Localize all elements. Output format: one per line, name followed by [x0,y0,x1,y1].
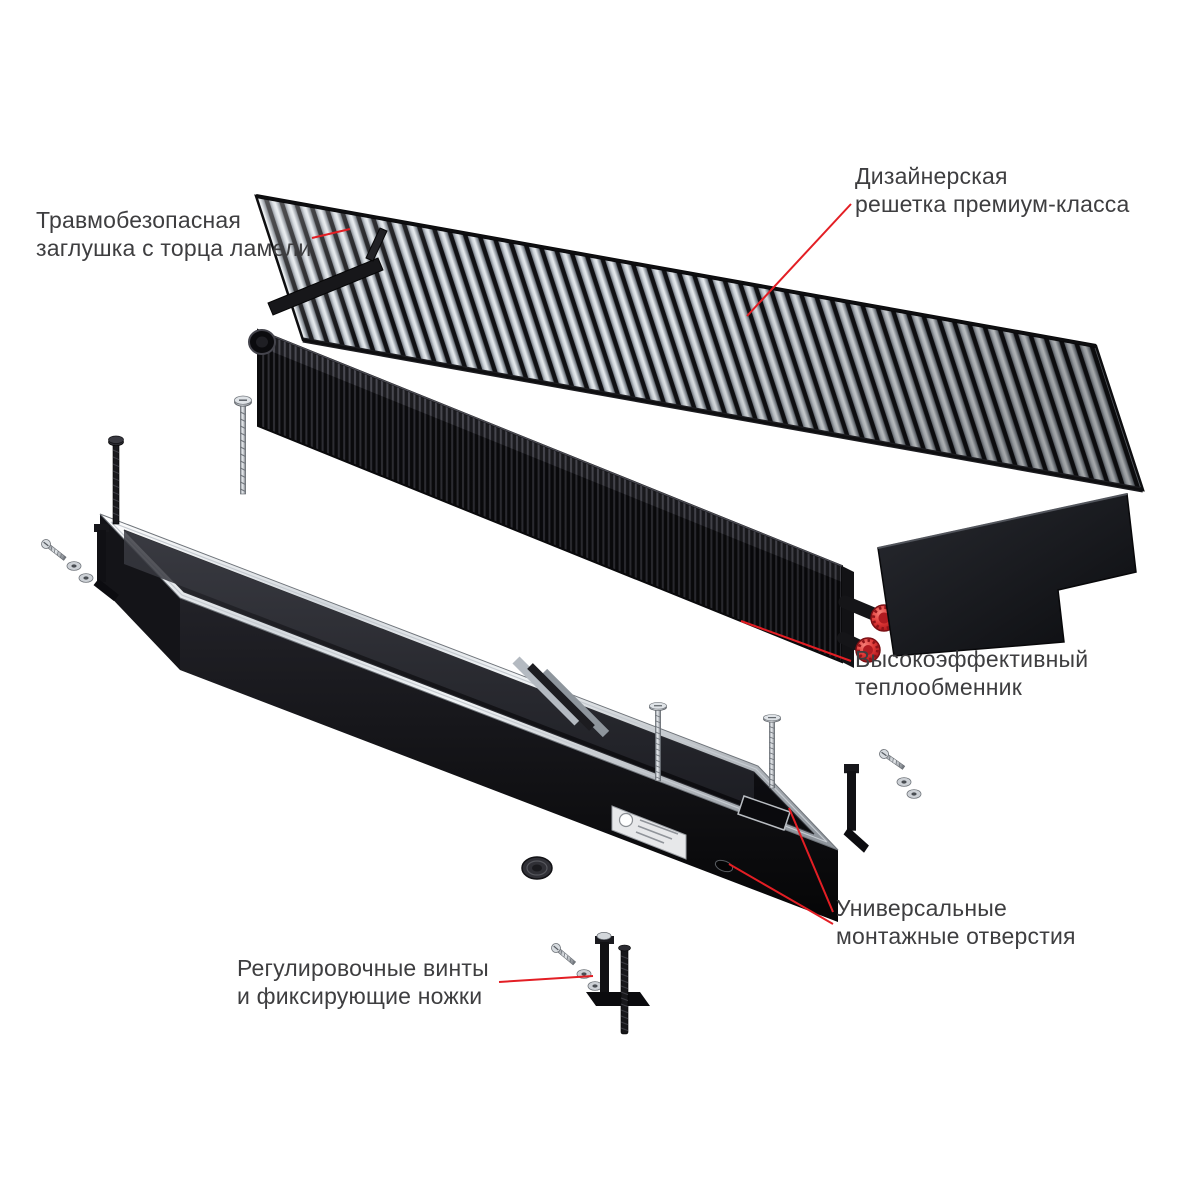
washer [896,777,912,787]
wall-bracket-left [93,524,119,602]
wall-bracket-right [843,764,869,853]
adjustable-foot [549,932,650,1035]
leader-feet [498,975,594,983]
annotation-mounting-holes: Универсальные монтажные отверстия [836,895,1076,949]
nameplate-sticker [611,805,687,860]
leader-grille [746,203,852,317]
grille-graphic [254,194,1145,493]
leader-mounting-hole-side [728,863,834,925]
leader-end-cap [311,228,351,239]
heat-exchanger-graphic [248,328,898,668]
mounting-hole-bottom [737,795,791,831]
annotation-end-cap: Травмобезопасная заглушка с торца ламели [36,207,312,261]
washer [587,981,603,991]
washer [78,573,94,583]
end-cap-graphic [267,227,388,316]
cover-plate-graphic [877,493,1137,657]
mounting-hole-side [714,859,734,873]
washer [66,561,82,571]
casing-graphic [99,513,839,922]
cross-bracket [512,656,610,738]
leader-lines [311,203,852,983]
annotation-grille: Дизайнерская решетка премиум-класса [855,163,1130,217]
washer [906,789,922,799]
annotation-feet: Регулировочные винты и фиксирующие ножки [237,955,489,1009]
round-plug [521,856,553,880]
annotation-heat-exchanger: Высокоэффективный теплообменник [855,646,1089,700]
leader-mounting-hole-bottom [788,807,834,913]
hardware-graphics [39,395,922,1035]
leader-heat-exchanger [740,620,852,662]
red-valve-cap-lower [855,637,881,663]
